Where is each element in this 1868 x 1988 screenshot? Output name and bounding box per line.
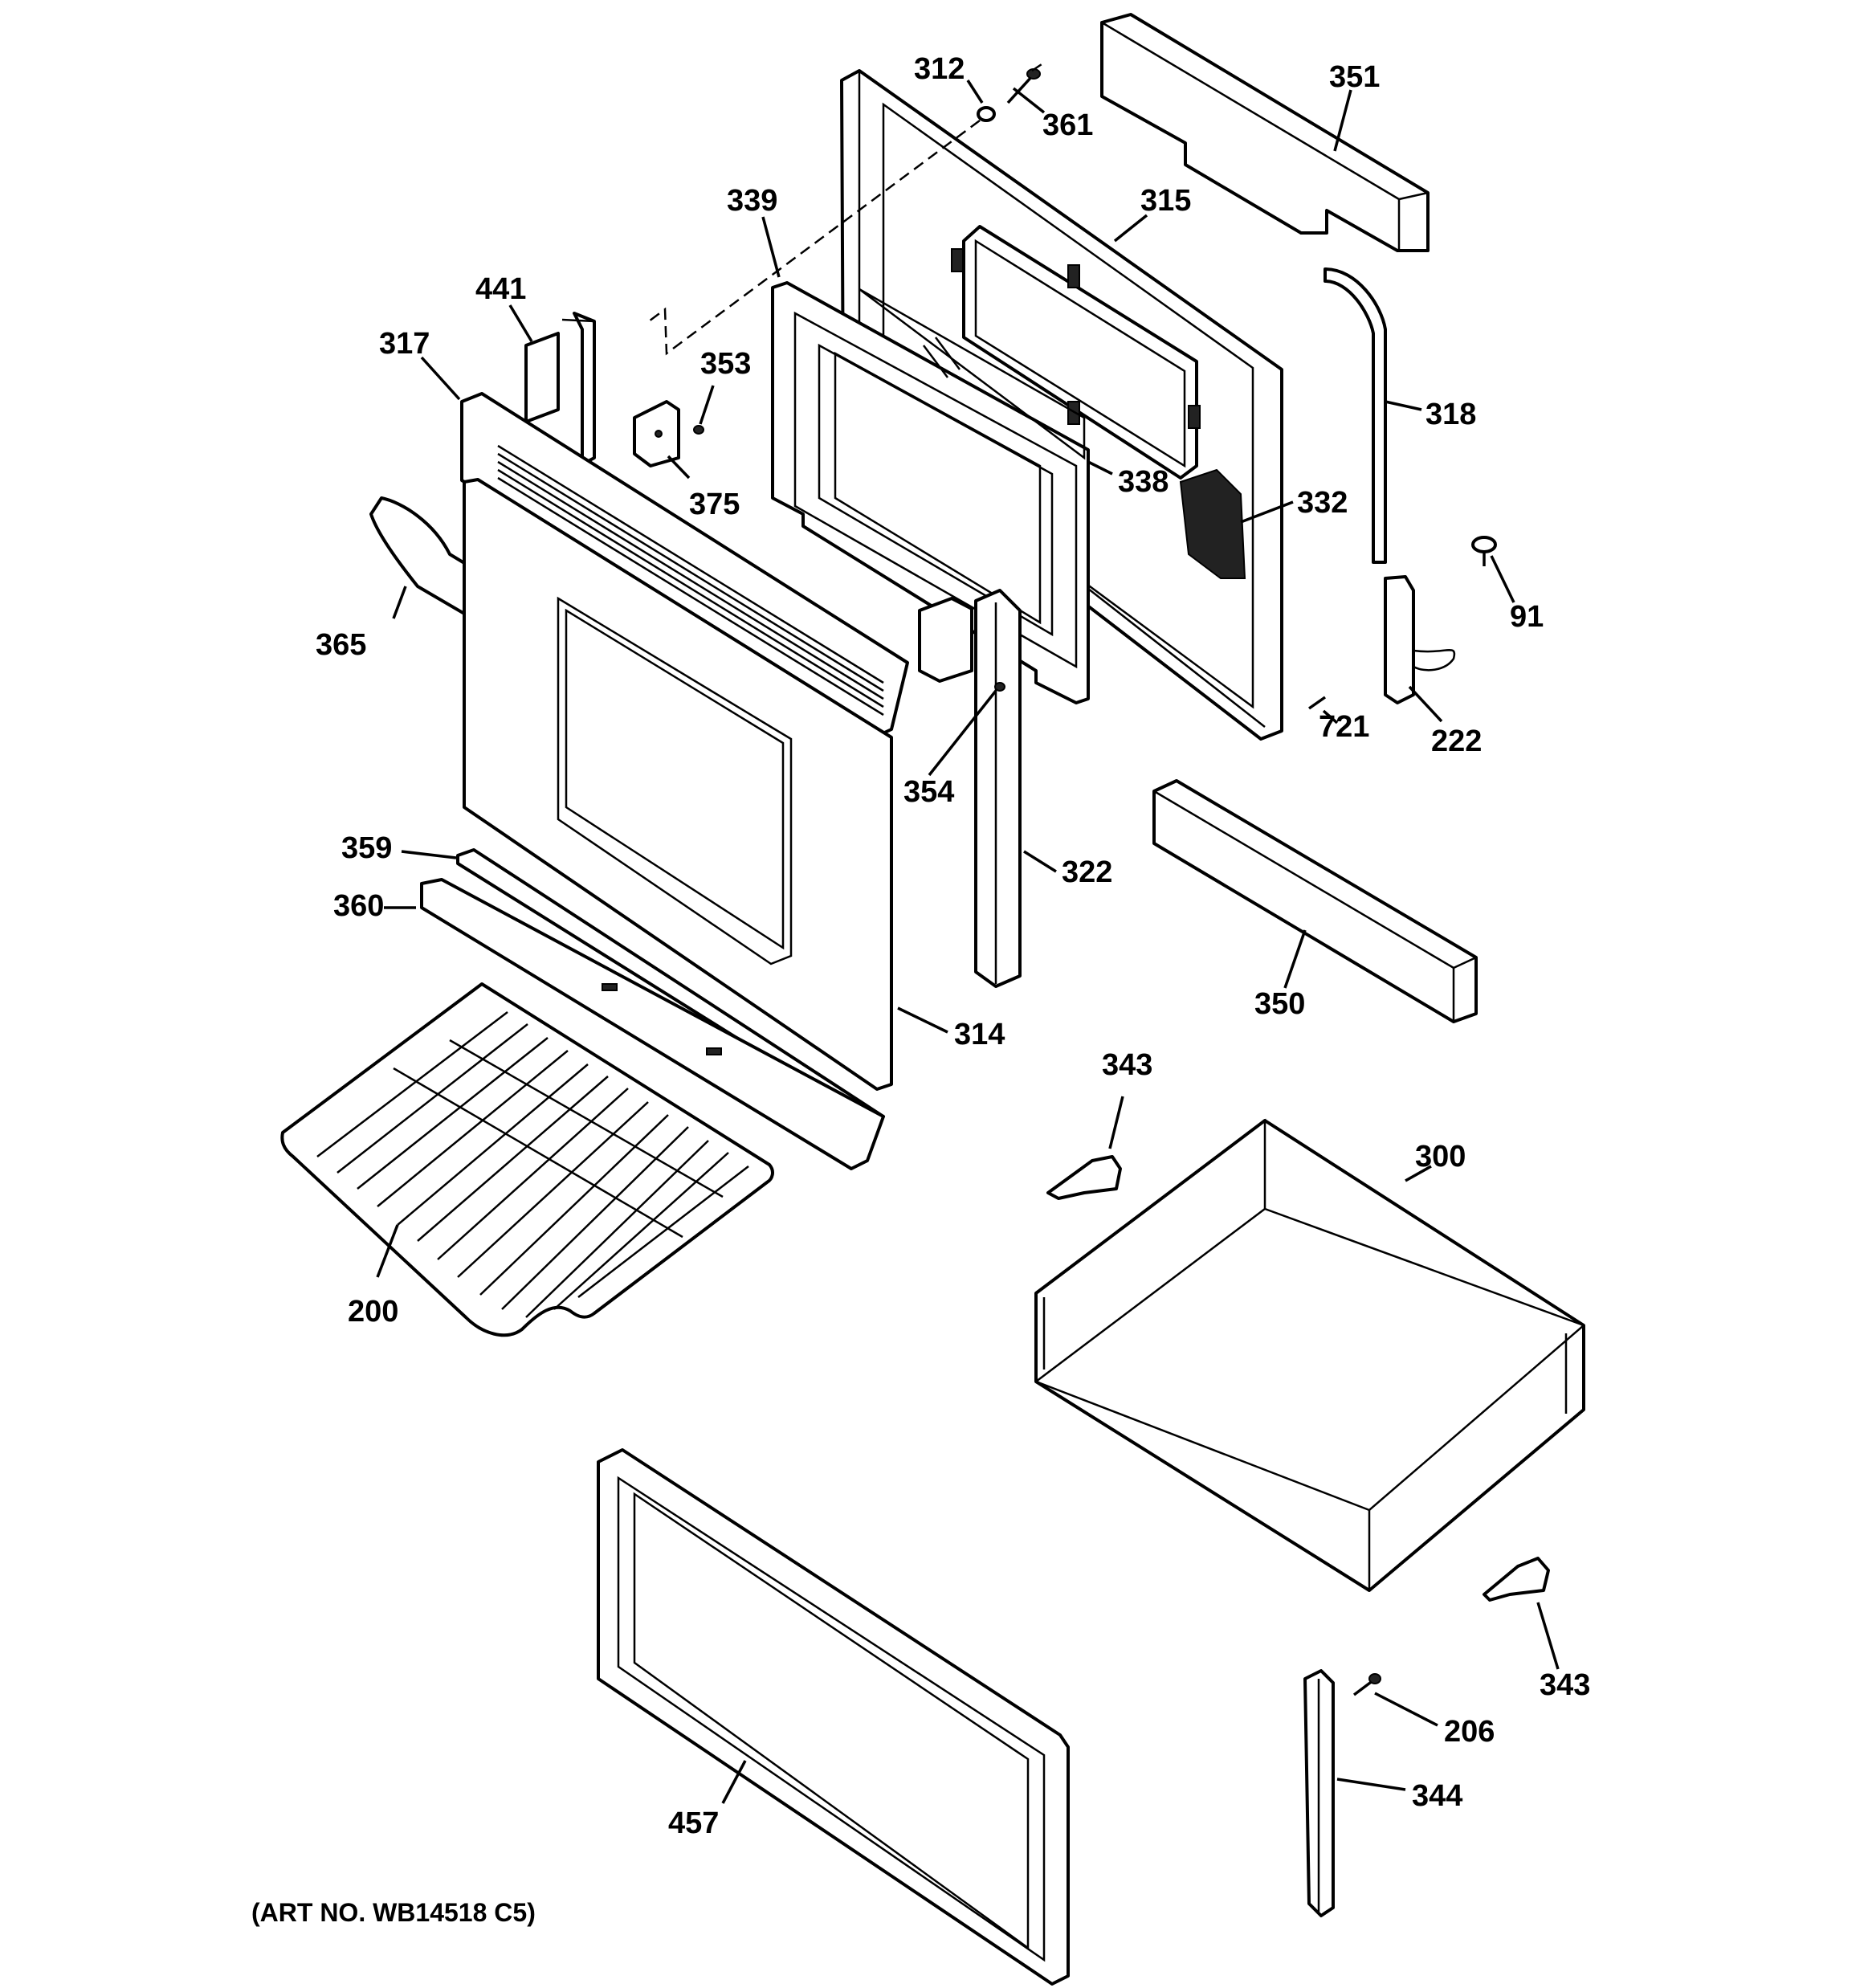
part-317-vent-trim (460, 392, 909, 737)
callout-91: 91 (1510, 600, 1544, 634)
callout-222: 222 (1431, 725, 1482, 758)
art-number: (ART NO. WB14518 C5) (251, 1898, 536, 1927)
part-314-outer-door (463, 478, 893, 1091)
part-338-glass (859, 288, 1086, 460)
callout-206: 206 (1444, 1715, 1495, 1749)
part-457-drawer-front (597, 1448, 1070, 1986)
part-318-gasket (1324, 267, 1387, 564)
callout-312: 312 (914, 52, 965, 86)
callout-360: 360 (333, 889, 384, 923)
callout-300: 300 (1415, 1140, 1466, 1174)
callout-351: 351 (1329, 60, 1380, 94)
part-360-door-vent (420, 878, 885, 1170)
callout-338: 338 (1118, 465, 1169, 499)
callout-344: 344 (1412, 1779, 1462, 1813)
part-350-trim-bottom (1152, 779, 1478, 1023)
callout-318: 318 (1425, 398, 1476, 431)
callout-314: 314 (954, 1018, 1005, 1051)
part-353-screw (693, 425, 704, 435)
callout-375: 375 (689, 488, 740, 521)
callout-441: 441 (475, 272, 526, 306)
part-222-hinge (1384, 575, 1456, 704)
part-354-screw (994, 682, 1005, 692)
callout-200: 200 (348, 1295, 398, 1329)
part-206-screw (1352, 1673, 1381, 1696)
callout-359: 359 (341, 831, 392, 865)
part-332-insulation (1179, 468, 1246, 579)
callout-353: 353 (700, 347, 751, 381)
callout-343-left: 343 (1102, 1048, 1152, 1082)
part-343-drawer-slide-right (1483, 1557, 1550, 1602)
callout-350: 350 (1254, 987, 1305, 1021)
callout-354: 354 (903, 775, 954, 809)
callout-317: 317 (379, 327, 430, 361)
part-351-trim-top (1100, 13, 1430, 252)
callout-721: 721 (1319, 710, 1369, 744)
callout-339: 339 (727, 184, 777, 218)
part-322-side-post (918, 589, 1022, 988)
part-375-bracket (633, 400, 680, 467)
part-344-drawer-rail (1303, 1669, 1335, 1917)
part-721-screw (1307, 696, 1327, 710)
part-300-storage-drawer (1034, 1118, 1585, 1592)
callout-315: 315 (1140, 184, 1191, 218)
callout-361: 361 (1042, 108, 1093, 142)
callout-457: 457 (668, 1806, 719, 1840)
callout-365: 365 (316, 628, 366, 662)
part-200-oven-rack (280, 982, 774, 1337)
callout-332: 332 (1297, 486, 1348, 520)
part-343-drawer-slide-left (1046, 1155, 1122, 1200)
callout-343-right: 343 (1540, 1668, 1590, 1702)
leader-lines (376, 80, 1560, 1804)
part-91-screw (1471, 536, 1497, 566)
part-312-nut (977, 106, 996, 122)
part-441-hinge-bracket (524, 312, 596, 466)
callout-322: 322 (1062, 855, 1112, 889)
